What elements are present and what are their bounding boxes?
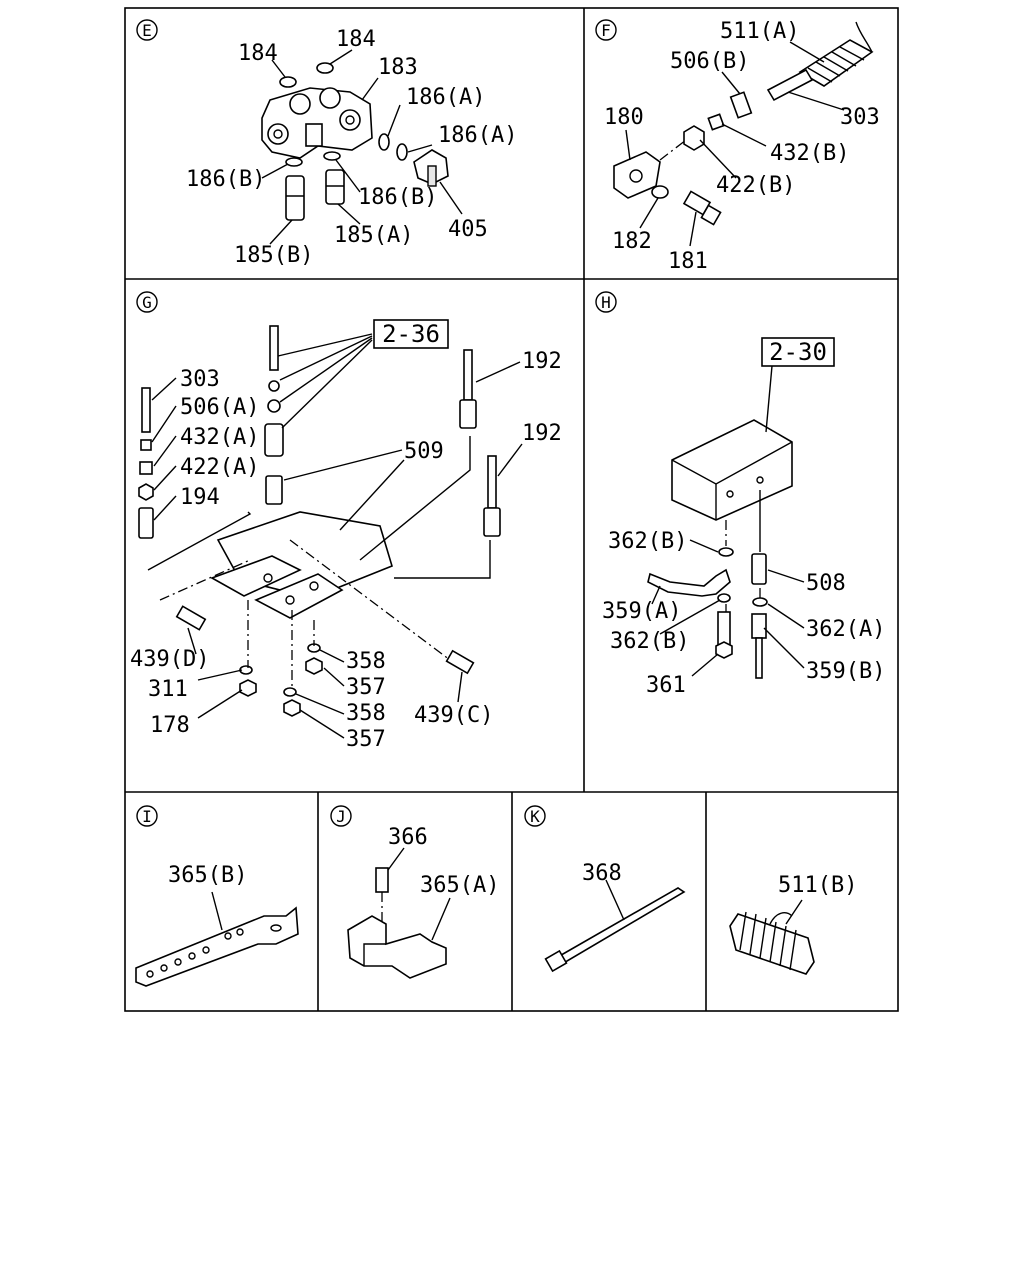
part-label: 182 <box>612 229 652 254</box>
part-label: 359(A) <box>602 599 681 624</box>
part-label: 439(C) <box>414 703 493 728</box>
part-label: 357 <box>346 727 386 752</box>
corrugated-tube-illustration <box>729 899 815 975</box>
section-marker-j: J <box>330 805 352 827</box>
valve-block-h-illustration <box>647 365 793 679</box>
part-label: 439(D) <box>130 647 209 672</box>
part-label: 365(A) <box>420 873 499 898</box>
part-label: 366 <box>388 825 428 850</box>
section-letter-e: E <box>142 21 152 40</box>
part-label: 186(A) <box>406 85 485 110</box>
part-label: 311 <box>148 677 188 702</box>
section-l: 511(B) <box>729 873 857 975</box>
part-label: 368 <box>582 861 622 886</box>
part-labels-f: 511(A) 506(B) 303 180 432(B) 422(B) 182 … <box>604 19 880 274</box>
section-marker-i: I <box>136 805 158 827</box>
part-label: 194 <box>180 485 220 510</box>
section-marker-k: K <box>524 805 546 827</box>
part-label: 511(B) <box>778 873 857 898</box>
section-g: G 2-36 <box>130 291 562 752</box>
section-letter-k: K <box>530 807 540 826</box>
section-f: F <box>595 19 880 274</box>
section-marker-f: F <box>595 19 617 41</box>
part-label: 184 <box>238 41 278 66</box>
section-j: J 366 365(A) <box>330 805 499 979</box>
part-label: 358 <box>346 649 386 674</box>
section-i: I 365(B) <box>135 805 299 987</box>
part-label: 359(B) <box>806 659 885 684</box>
part-label: 365(B) <box>168 863 247 888</box>
reference-box-2-36: 2-36 <box>373 319 449 349</box>
part-label: 192 <box>522 421 562 446</box>
part-label: 506(A) <box>180 395 259 420</box>
part-labels-h: 362(B) 508 359(A) 362(B) 362(A) 361 359(… <box>602 529 885 698</box>
leader-lines-f <box>625 41 845 247</box>
part-label: 362(B) <box>610 629 689 654</box>
section-marker-e: E <box>136 19 158 41</box>
section-letter-g: G <box>142 293 152 312</box>
section-letter-h: H <box>601 293 611 312</box>
part-label: 185(B) <box>234 243 313 268</box>
cable-tie-illustration <box>544 879 686 973</box>
part-label: 432(B) <box>770 141 849 166</box>
part-label: 181 <box>668 249 708 274</box>
part-label: 358 <box>346 701 386 726</box>
valve-block-illustration <box>261 62 449 221</box>
part-label: 506(B) <box>670 49 749 74</box>
part-labels-g: 303 506(A) 432(A) 422(A) 194 509 192 192… <box>130 349 562 752</box>
reference-box-2-30: 2-30 <box>761 337 835 367</box>
cable-illustration <box>613 21 874 226</box>
part-label: 303 <box>180 367 220 392</box>
part-label: 186(A) <box>438 123 517 148</box>
part-label: 192 <box>522 349 562 374</box>
part-label: 357 <box>346 675 386 700</box>
section-letter-j: J <box>336 807 346 826</box>
panel-frames <box>124 7 899 1012</box>
part-label: 185(A) <box>334 223 413 248</box>
section-h: H 2-30 <box>595 291 885 698</box>
part-label: 178 <box>150 713 190 738</box>
section-letter-f: F <box>601 21 611 40</box>
section-marker-g: G <box>136 291 158 313</box>
part-label: 508 <box>806 571 846 596</box>
reference-label: 2-30 <box>769 338 827 366</box>
part-label: 186(B) <box>186 167 265 192</box>
bracket-illustration <box>138 325 501 717</box>
part-label: 184 <box>336 27 376 52</box>
part-label: 422(B) <box>716 173 795 198</box>
part-label: 362(A) <box>806 617 885 642</box>
part-label: 180 <box>604 105 644 130</box>
part-label: 509 <box>404 439 444 464</box>
part-label: 183 <box>378 55 418 80</box>
clamp-illustration <box>347 847 451 979</box>
strap-illustration <box>135 891 299 987</box>
section-marker-h: H <box>595 291 617 313</box>
section-e: E <box>136 19 517 268</box>
part-label: 422(A) <box>180 455 259 480</box>
part-label: 432(A) <box>180 425 259 450</box>
section-k: K 368 <box>524 805 686 973</box>
section-letter-i: I <box>142 807 152 826</box>
part-label: 361 <box>646 673 686 698</box>
part-label: 405 <box>448 217 488 242</box>
leader-lines-g <box>147 333 523 739</box>
part-label: 186(B) <box>358 185 437 210</box>
part-label: 511(A) <box>720 19 799 44</box>
leader-lines-e <box>261 49 463 245</box>
leader-lines-h <box>651 539 805 677</box>
part-label: 362(B) <box>608 529 687 554</box>
part-labels-e: 184 184 183 186(A) 186(A) 186(B) 186(B) … <box>186 27 517 268</box>
reference-label: 2-36 <box>382 320 440 348</box>
part-label: 303 <box>840 105 880 130</box>
